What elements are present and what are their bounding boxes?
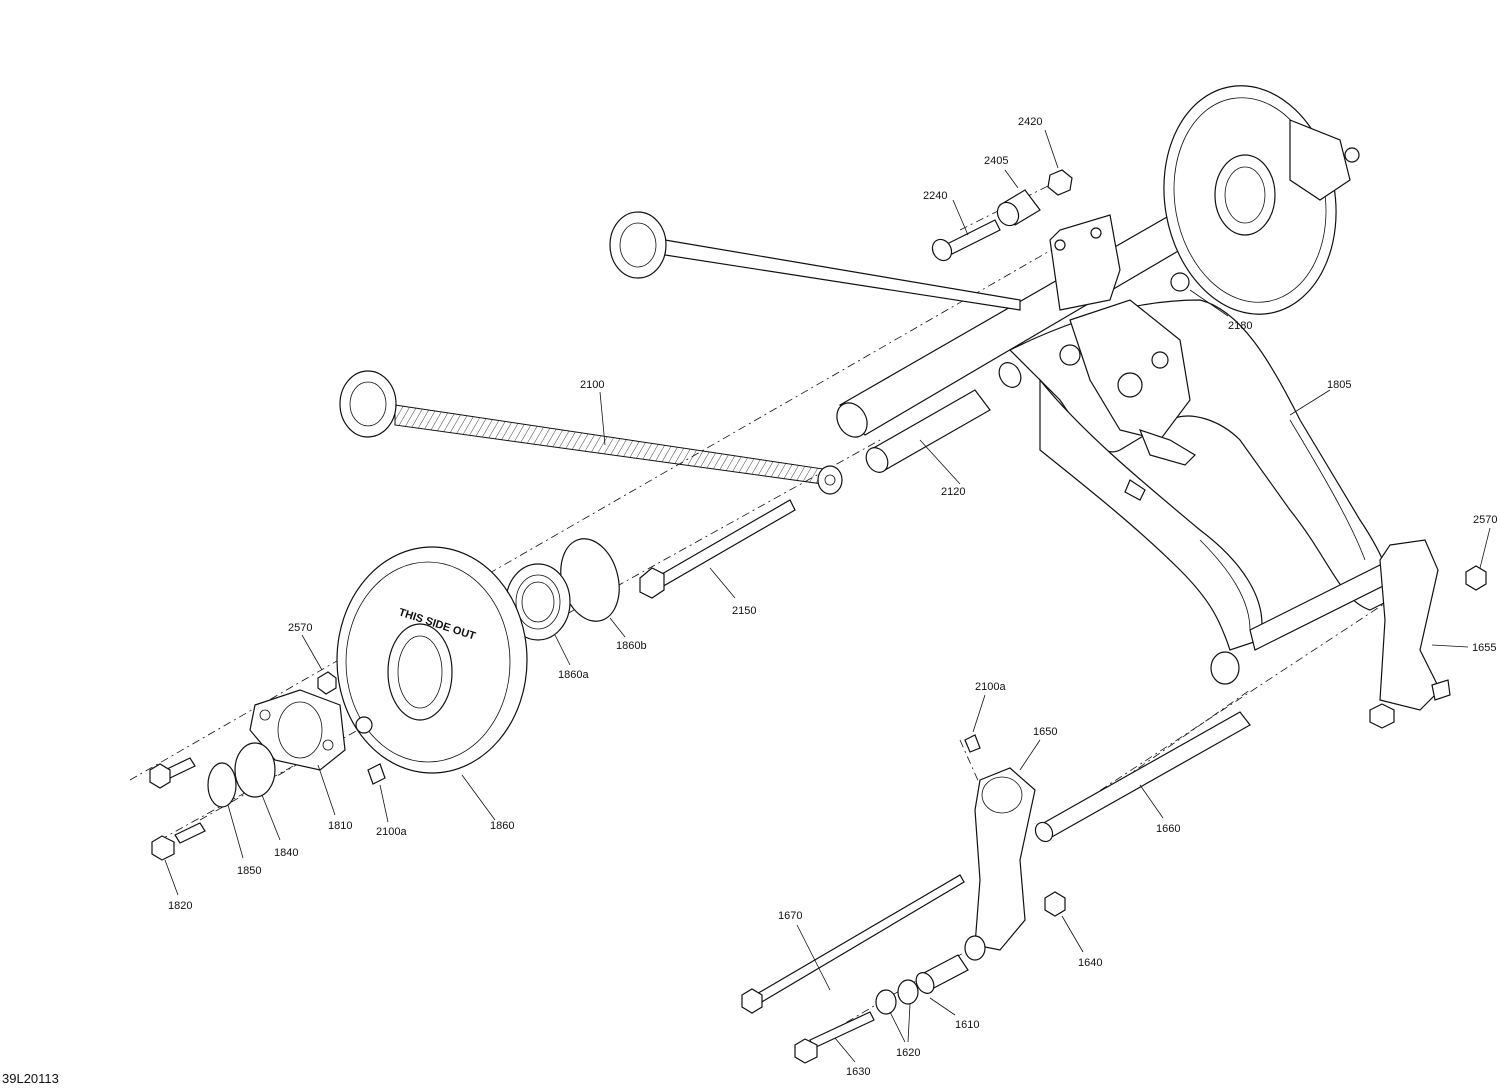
- lower-hardware: [741, 874, 969, 1064]
- callout-labels: 2420 2405 2240 2180 2100 1805 2120 2570 …: [168, 116, 1497, 1078]
- callout-1860: 1860: [490, 820, 514, 832]
- bolt-2150: [639, 499, 796, 599]
- callout-2100: 2100: [580, 379, 604, 391]
- callout-1850: 1850: [237, 865, 261, 877]
- shaft-1660: [1034, 651, 1251, 843]
- frame-1805: [1008, 299, 1396, 651]
- callout-1840: 1840: [274, 847, 298, 859]
- rod-2100: [339, 370, 843, 495]
- callout-1610: 1610: [955, 1019, 979, 1031]
- callout-2180: 2180: [1228, 320, 1252, 332]
- bearing-set: [505, 538, 620, 641]
- upper-hardware: [931, 169, 1073, 262]
- callout-1670: 1670: [778, 910, 802, 922]
- spacer-tube-2120: [865, 362, 1022, 473]
- callout-2100a-right: 2100a: [975, 681, 1006, 693]
- callout-1650: 1650: [1033, 726, 1057, 738]
- diagram-code: 39L20113: [2, 1071, 59, 1086]
- callout-1860a: 1860a: [558, 669, 589, 681]
- callout-2100a-left: 2100a: [376, 826, 407, 838]
- callout-2120: 2120: [941, 486, 965, 498]
- callout-1655: 1655: [1472, 642, 1496, 654]
- callout-2150: 2150: [732, 605, 756, 617]
- callout-1620: 1620: [896, 1047, 920, 1059]
- leader-lines: [164, 129, 1491, 1063]
- callout-2405: 2405: [984, 155, 1008, 167]
- callout-1660: 1660: [1156, 823, 1180, 835]
- rear-axle-tube: [836, 174, 1266, 438]
- callout-2420: 2420: [1018, 116, 1042, 128]
- arm-1650: [964, 734, 1066, 961]
- callout-2570-left: 2570: [288, 622, 312, 634]
- wheel-1860: THIS SIDE OUT: [336, 546, 528, 774]
- upper-idler-wheel: [1163, 85, 1360, 315]
- callout-1630: 1630: [846, 1066, 870, 1078]
- callout-2240: 2240: [923, 190, 947, 202]
- callout-2570-right: 2570: [1473, 514, 1497, 526]
- upper-rod: [609, 211, 1021, 311]
- callout-1820: 1820: [168, 900, 192, 912]
- callout-1810: 1810: [328, 820, 352, 832]
- left-hardware: [149, 742, 386, 861]
- callout-1805: 1805: [1327, 379, 1351, 391]
- callout-1640: 1640: [1078, 957, 1102, 969]
- hub-flange-1810: [249, 671, 373, 771]
- arm-1655: [1369, 539, 1487, 729]
- callout-1860b: 1860b: [616, 640, 647, 652]
